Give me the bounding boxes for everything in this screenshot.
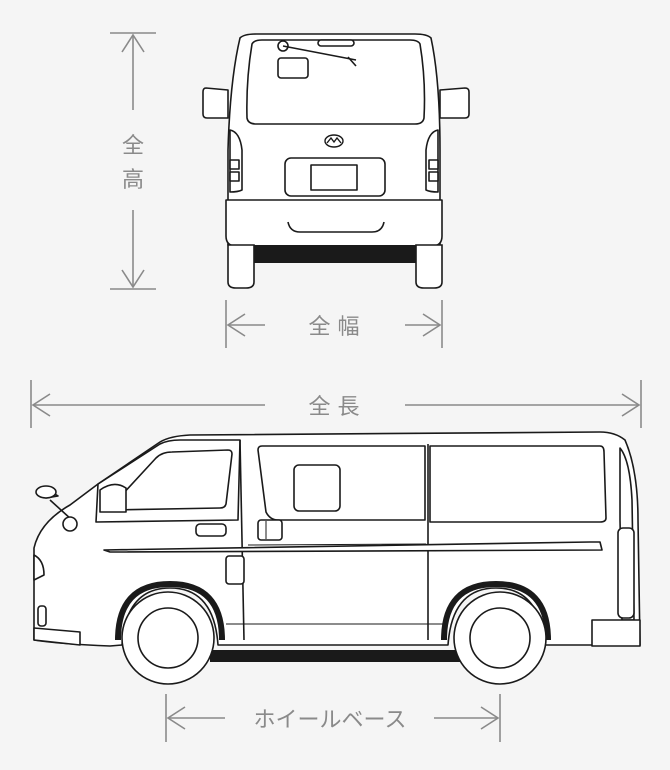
rear-right-tire [415, 244, 443, 289]
car-logo-icon [324, 134, 344, 148]
height-label-char-2: 高 [122, 168, 144, 193]
width-label: 全 幅 [309, 315, 360, 340]
wheelbase-label: ホイールベース [254, 708, 407, 733]
rear-left-tire [227, 244, 255, 289]
front-wheel-arch [115, 580, 225, 641]
wheelbase-dimension [165, 694, 501, 742]
height-label-char-1: 全 [122, 134, 144, 159]
width-dimension [225, 300, 443, 348]
side-ground-shadow [210, 650, 460, 662]
height-dimension [110, 32, 156, 290]
length-label: 全 長 [309, 395, 360, 420]
rear-wheel-arch [441, 580, 551, 641]
van-rear-view [202, 33, 470, 247]
length-dimension [30, 380, 642, 428]
rear-wheel [453, 591, 547, 685]
front-wheel [121, 591, 215, 685]
rear-underbody-shadow [250, 245, 420, 263]
van-side-view [33, 431, 641, 647]
